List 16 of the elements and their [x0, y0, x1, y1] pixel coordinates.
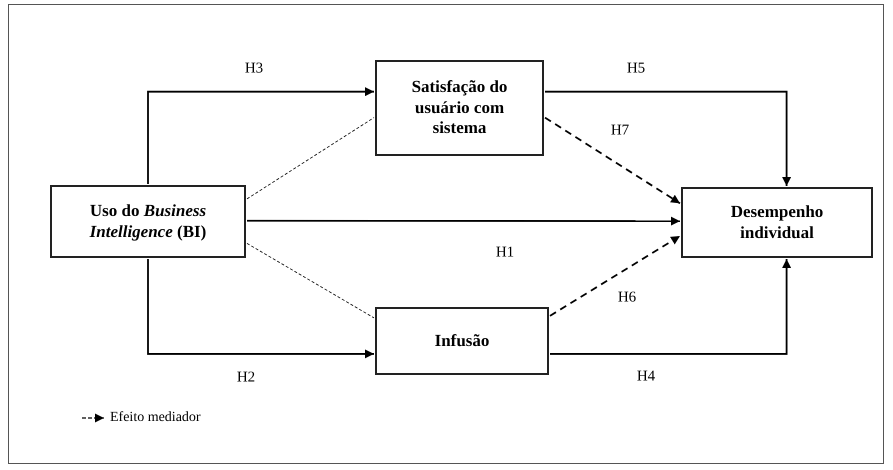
arrow	[147, 87, 374, 184]
construct-label: Infusão	[434, 330, 490, 352]
arrow	[550, 235, 680, 317]
arrow	[544, 116, 680, 204]
arrow	[247, 216, 680, 226]
legend-label: Efeito mediador	[110, 410, 201, 426]
arrow	[545, 90, 792, 186]
construct-box	[375, 60, 544, 156]
construct-box	[50, 185, 246, 258]
construct-box	[375, 307, 549, 375]
arrow	[550, 259, 792, 355]
construct-box	[681, 187, 873, 258]
arrow	[147, 259, 374, 358]
construct-label: Satisfação do usuário com sistema	[410, 76, 508, 140]
construct-label: Desempenho individual	[730, 202, 824, 244]
construct-label: Uso do Business Intelligence (BI)	[88, 200, 208, 242]
